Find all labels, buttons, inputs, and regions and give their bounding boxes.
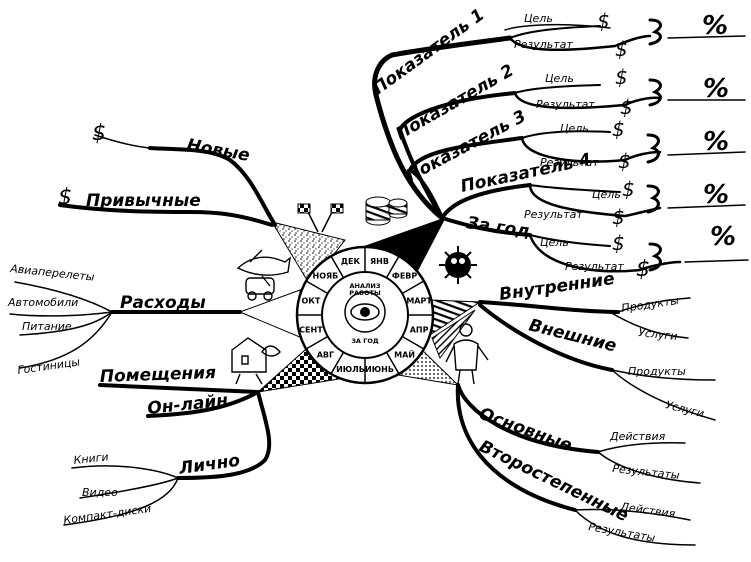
indicator-4-goal-dollar: $ (622, 177, 635, 201)
premises-label: Помещения (99, 363, 216, 387)
year-percent: % (710, 222, 736, 252)
year-goal: Цель (540, 236, 569, 249)
indicator-4-result: Результат (524, 208, 583, 221)
personal-item-books: Книги (73, 450, 109, 467)
expense-item-cars: Автомобили (7, 296, 78, 309)
month-divider (401, 335, 425, 350)
external-label: Внешние (527, 315, 619, 356)
core-bottom-label: ЗА ГОД (351, 337, 379, 345)
habitual-dollar: $ (58, 185, 72, 210)
person-figure-icon (445, 323, 489, 385)
month-label: НОЯБ (313, 271, 339, 280)
indicator-2-result-dollar: $ (620, 95, 633, 119)
month-label: ДЕК (341, 257, 361, 266)
expense-item-food: Питание (22, 320, 72, 333)
indicator-2-result: Результат (536, 98, 595, 111)
building-tree-icon (231, 337, 281, 385)
main-results: Результаты (612, 462, 681, 482)
month-label: ФЕВР (392, 271, 417, 280)
year-result: Результат (565, 260, 624, 273)
coin-stacks-icon (365, 196, 408, 226)
indicator-3-percent: % (703, 127, 729, 157)
eye-icon (360, 307, 370, 317)
month-label: СЕНТ (299, 325, 323, 334)
checkered-flags-icon (297, 203, 344, 233)
indicator-1-goal-dollar: $ (597, 9, 610, 33)
indicator-2-percent: % (703, 74, 729, 104)
main-actions: Действия (609, 430, 666, 443)
indicator-3-goal-dollar: $ (612, 117, 625, 141)
personal-item-cds: Компакт-диски (63, 502, 152, 527)
internal-services: Услуги (638, 326, 678, 343)
external-products: Продукты (628, 365, 686, 378)
indicator-4-result-dollar: $ (612, 205, 625, 229)
month-divider (385, 351, 400, 375)
indicator-2-goal: Цель (545, 72, 574, 85)
indicator-1-result: Результат (514, 38, 573, 51)
month-label: ИЮНЬ (365, 365, 394, 374)
indicator-1-goal: Цель (524, 12, 553, 25)
indicator-3-result: Результат (540, 156, 599, 169)
personal-item-video: Видео (82, 486, 118, 499)
sector-lower-right (431, 309, 476, 360)
indicator-3-goal: Цель (560, 122, 589, 135)
external-services: Услуги (664, 398, 705, 420)
spiky-bomb-icon (439, 246, 477, 284)
internal-label: Внутренние (498, 269, 616, 305)
secondary-actions: Действия (619, 500, 677, 521)
core-title-line2: РАБОТЫ (349, 289, 381, 297)
indicator-3-result-dollar: $ (618, 149, 631, 173)
expenses-label: Расходы (120, 293, 206, 313)
month-divider (385, 255, 400, 279)
year-result-dollar: $ (636, 257, 650, 282)
sector-left-plain (238, 289, 303, 339)
core-title-line1: АНАЛИЗ (350, 282, 381, 290)
month-divider (330, 351, 345, 375)
month-divider (401, 280, 425, 295)
expense-item-flights: Авиаперелеты (9, 262, 96, 284)
indicator-4-goal: Цель (592, 188, 621, 201)
new-dollar: $ (92, 121, 106, 146)
month-label: МАЙ (394, 349, 415, 360)
plane-car-icon (236, 249, 291, 301)
month-label: ЯНВ (370, 257, 389, 266)
indicator-4-percent: % (703, 180, 729, 210)
month-label: АПР (410, 325, 429, 334)
habitual-label: Привычные (86, 191, 201, 211)
indicator-1-result-dollar: $ (615, 37, 628, 61)
online-label: Он-лайн (146, 391, 229, 419)
year-goal-dollar: $ (612, 231, 625, 255)
month-label: ОКТ (302, 297, 321, 306)
internal-products: Продукты (621, 294, 680, 315)
branches (9, 18, 749, 546)
month-divider (330, 255, 345, 279)
month-label: МАРТ (406, 297, 432, 306)
month-divider (305, 280, 329, 295)
month-label: АВГ (317, 351, 334, 360)
month-divider (305, 335, 329, 350)
indicator-1-percent: % (702, 11, 728, 41)
new-label: Новые (185, 135, 251, 166)
expense-item-hotels: Гостиницы (17, 355, 81, 377)
indicator-2-goal-dollar: $ (615, 65, 628, 89)
month-label: ИЮЛЬ (336, 365, 365, 374)
year-label: За год (464, 213, 531, 242)
